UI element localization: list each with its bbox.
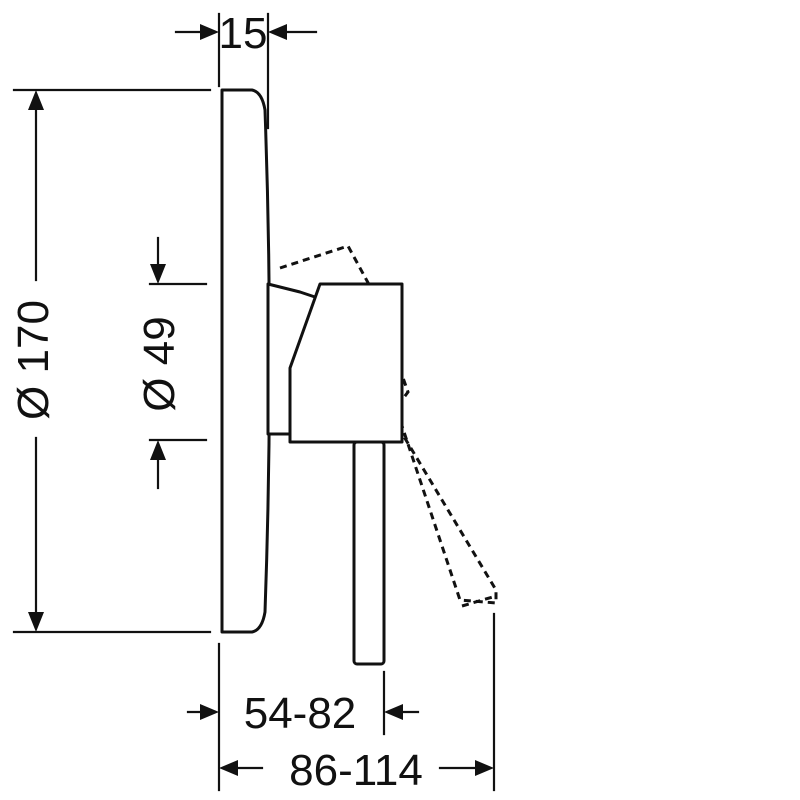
cover-plate (220, 88, 271, 634)
dimension-sleeve-diameter: Ø 49 (135, 236, 208, 490)
handle-open-position-outline (279, 244, 498, 605)
arrowhead (150, 440, 166, 460)
arrowhead (200, 704, 219, 720)
dimension-label-sleeve-diameter: Ø 49 (135, 316, 184, 411)
dimension-plate-diameter: Ø 170 (9, 88, 212, 634)
dimension-label-handle-distance: 54-82 (244, 689, 357, 738)
dimension-plate-thickness: 15 (174, 9, 318, 130)
dimension-label-total-projection: 86-114 (289, 746, 423, 795)
dimension-label-plate-thickness: 15 (219, 9, 268, 58)
handle-body (288, 282, 404, 444)
arrowhead (384, 704, 403, 720)
dimension-handle-distance: 54-82 (186, 642, 420, 792)
arrowhead (28, 612, 44, 632)
arrowhead (28, 90, 44, 110)
arrowhead (200, 24, 219, 40)
arrowhead (219, 760, 238, 776)
dimension-total-projection: 86-114 (219, 612, 496, 795)
arrowhead (150, 264, 166, 284)
handle-lever (352, 440, 386, 666)
dimension-label-plate-diameter: Ø 170 (9, 300, 58, 420)
arrowhead (268, 24, 287, 40)
handle-open-position-outline-lower (461, 594, 497, 608)
arrowhead (475, 760, 494, 776)
